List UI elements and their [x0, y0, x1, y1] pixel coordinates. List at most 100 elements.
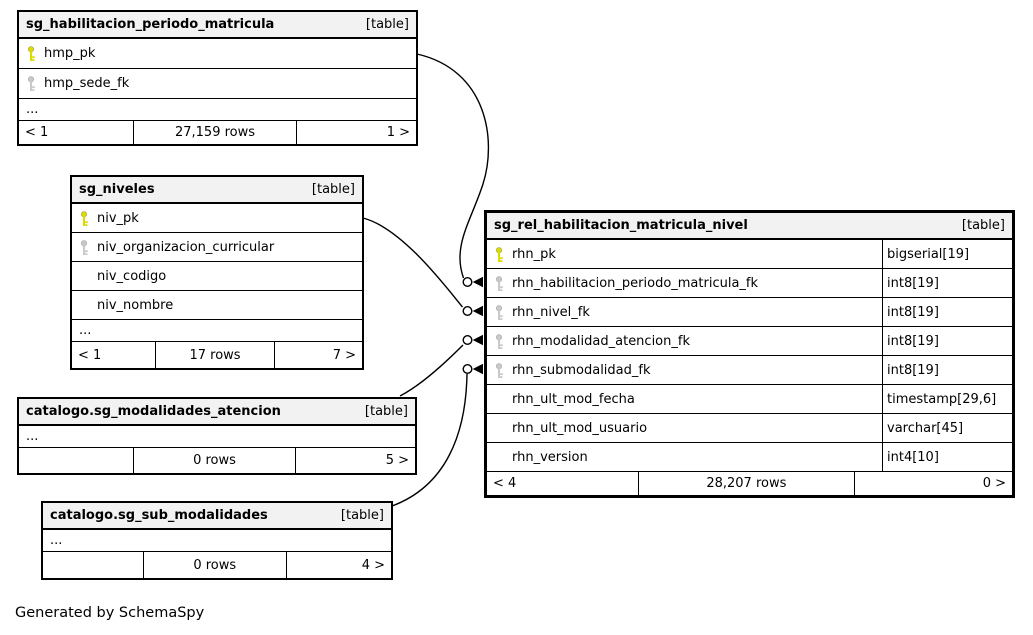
column-type: int8[19] [882, 356, 1012, 384]
column-name: niv_pk [97, 210, 139, 226]
column-type: int4[10] [882, 443, 1012, 471]
column-row: rhn_habilitacion_periodo_matricula_fk in… [487, 269, 1012, 298]
column-row: rhn_ult_mod_fecha timestamp[29,6] [487, 385, 1012, 414]
table-node-catalogo-sg-modalidades-atencion[interactable]: catalogo.sg_modalidades_atencion [table]… [17, 397, 417, 475]
footer-row-count: 28,207 rows [639, 472, 855, 495]
edge-submodalidades-to-rel [391, 373, 468, 507]
table-header: sg_habilitacion_periodo_matricula [table… [19, 12, 416, 39]
footer-incoming-count [43, 552, 144, 578]
table-footer: < 1 27,159 rows 1 > [19, 121, 416, 144]
column-row: rhn_submodalidad_fk int8[19] [487, 356, 1012, 385]
foreign-key-icon [494, 333, 504, 350]
table-type-badge: [table] [365, 17, 409, 32]
column-name: niv_organizacion_curricular [97, 239, 275, 255]
columns-ellipsis: ... [19, 426, 415, 448]
footer-incoming-count [19, 448, 134, 473]
column-name: rhn_ult_mod_usuario [512, 420, 648, 436]
table-header: sg_rel_habilitacion_matricula_nivel [tab… [487, 213, 1012, 240]
footer-row-count: 0 rows [134, 448, 297, 473]
column-name: niv_nombre [97, 297, 174, 313]
footer-outgoing-count: 0 > [982, 476, 1006, 491]
foreign-key-icon [494, 275, 504, 292]
column-row: niv_pk [72, 204, 362, 233]
footer-row-count: 0 rows [144, 552, 287, 578]
table-title[interactable]: sg_rel_habilitacion_matricula_nivel [494, 218, 748, 233]
column-type: timestamp[29,6] [882, 385, 1012, 413]
column-row: rhn_nivel_fk int8[19] [487, 298, 1012, 327]
table-header: catalogo.sg_sub_modalidades [table] [43, 503, 391, 530]
column-name: rhn_habilitacion_periodo_matricula_fk [512, 275, 759, 291]
footer-incoming-count: < 1 [72, 342, 157, 368]
table-title[interactable]: catalogo.sg_modalidades_atencion [26, 404, 281, 419]
edge-endpoint-arrow [472, 276, 483, 288]
table-type-badge: [table] [311, 182, 355, 197]
table-title[interactable]: catalogo.sg_sub_modalidades [50, 508, 268, 523]
edge-modalidades-to-rel [399, 344, 464, 397]
table-type-badge: [table] [340, 508, 384, 523]
footer-incoming-count: < 4 [487, 472, 640, 495]
table-node-sg-rel-habilitacion-matricula-nivel[interactable]: sg_rel_habilitacion_matricula_nivel [tab… [484, 210, 1015, 498]
table-footer: 0 rows 4 > [43, 552, 391, 578]
edge-niveles-to-rel [362, 217, 464, 308]
columns-ellipsis: ... [19, 99, 416, 121]
table-node-sg-niveles[interactable]: sg_niveles [table] niv_pk niv_organizaci… [70, 175, 364, 370]
column-name: hmp_sede_fk [44, 76, 130, 91]
column-name: rhn_modalidad_atencion_fk [512, 333, 690, 349]
column-type: int8[19] [882, 269, 1012, 297]
table-title[interactable]: sg_niveles [79, 182, 155, 197]
foreign-key-icon [26, 75, 36, 92]
footer-outgoing-count: 1 > [386, 125, 410, 140]
column-name: rhn_pk [512, 246, 556, 262]
primary-key-icon [494, 246, 504, 263]
edge-endpoint-arrow [472, 363, 483, 375]
table-type-badge: [table] [364, 404, 408, 419]
columns-ellipsis: ... [72, 320, 362, 342]
edge-endpoint-arrow [472, 305, 483, 317]
column-type: varchar[45] [882, 414, 1012, 442]
footer-outgoing-count: 4 > [361, 557, 385, 573]
column-type: int8[19] [882, 327, 1012, 355]
edge-endpoint-circle [462, 364, 473, 375]
table-type-badge: [table] [961, 218, 1005, 233]
edge-hmp-to-rel [416, 53, 490, 279]
column-name: rhn_nivel_fk [512, 304, 590, 320]
columns-ellipsis: ... [43, 530, 391, 552]
column-name: rhn_ult_mod_fecha [512, 391, 635, 407]
column-row: hmp_sede_fk [19, 69, 416, 99]
table-node-catalogo-sg-sub-modalidades[interactable]: catalogo.sg_sub_modalidades [table] ... … [41, 501, 393, 580]
column-name: hmp_pk [44, 46, 96, 61]
footer-row-count: 27,159 rows [134, 121, 297, 144]
foreign-key-icon [494, 304, 504, 321]
generator-note: Generated by SchemaSpy [15, 605, 205, 621]
column-row: niv_organizacion_curricular [72, 233, 362, 262]
table-header: sg_niveles [table] [72, 177, 362, 204]
edge-endpoint-circle [462, 335, 473, 346]
column-row: rhn_modalidad_atencion_fk int8[19] [487, 327, 1012, 356]
column-row: niv_nombre [72, 291, 362, 320]
column-type: int8[19] [882, 298, 1012, 326]
column-name: niv_codigo [97, 268, 167, 284]
key-icon-spacer [79, 297, 89, 314]
column-name: rhn_version [512, 449, 588, 465]
table-footer: 0 rows 5 > [19, 448, 415, 473]
table-footer: < 1 17 rows 7 > [72, 342, 362, 368]
table-footer: < 4 28,207 rows 0 > [487, 472, 1012, 495]
key-icon-spacer [494, 449, 504, 466]
column-row: rhn_ult_mod_usuario varchar[45] [487, 414, 1012, 443]
edge-endpoint-arrow [472, 334, 483, 346]
column-row: rhn_version int4[10] [487, 443, 1012, 472]
foreign-key-icon [79, 239, 89, 256]
column-type: bigserial[19] [882, 240, 1012, 268]
key-icon-spacer [79, 268, 89, 285]
table-node-sg-habilitacion-periodo-matricula[interactable]: sg_habilitacion_periodo_matricula [table… [17, 10, 418, 146]
footer-row-count: 17 rows [156, 342, 275, 368]
column-row: hmp_pk [19, 39, 416, 69]
column-row: niv_codigo [72, 262, 362, 291]
edge-endpoint-circle [462, 277, 473, 288]
primary-key-icon [79, 210, 89, 227]
footer-incoming-count: < 1 [19, 121, 135, 144]
edge-endpoint-circle [462, 306, 473, 317]
table-title[interactable]: sg_habilitacion_periodo_matricula [26, 17, 275, 32]
